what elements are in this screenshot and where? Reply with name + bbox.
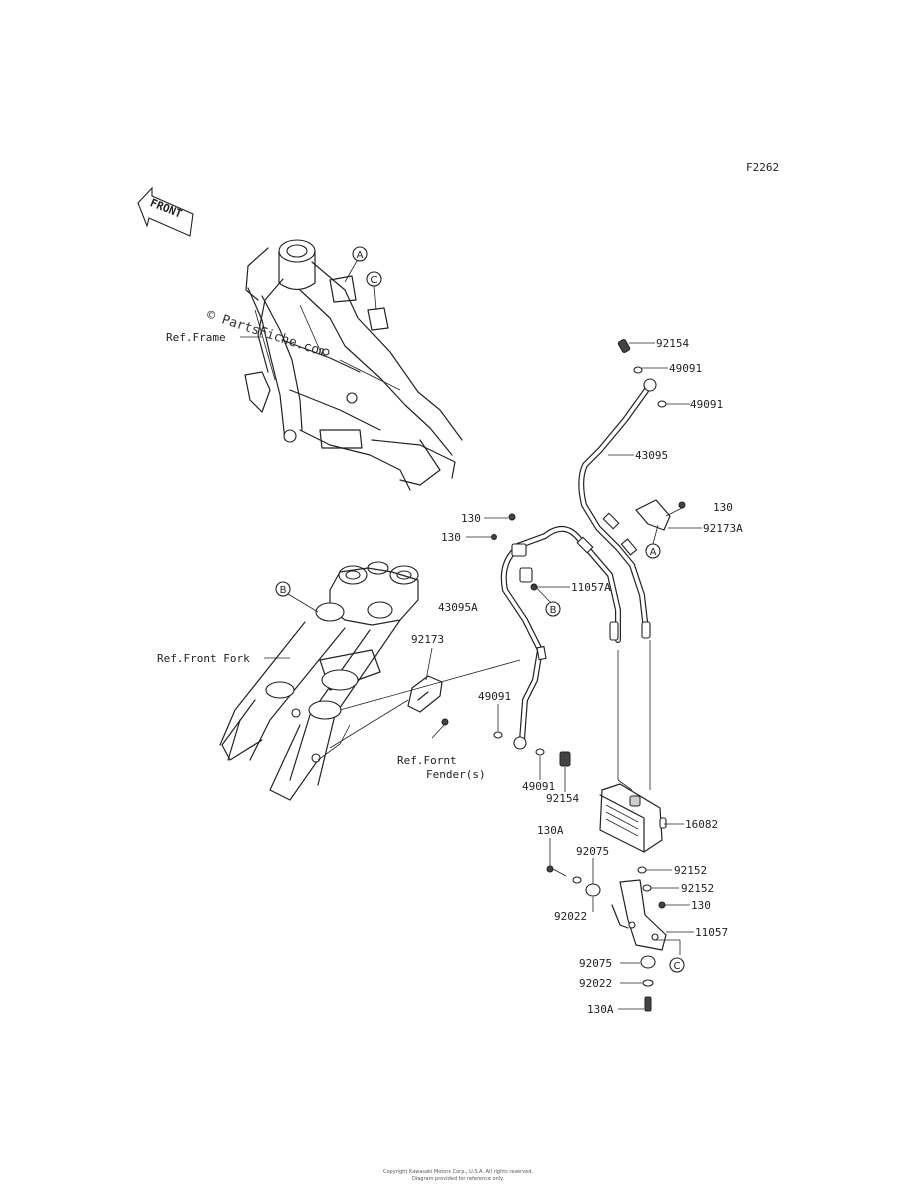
part-92022-low: 92022 [579, 977, 612, 990]
ref-front-fork-label: Ref.Front Fork [157, 652, 250, 665]
ref-fender-line2: Fender(s) [426, 768, 486, 781]
part-130-a: 130 [461, 512, 481, 525]
part-130-low: 130 [691, 899, 711, 912]
joint-11057A [519, 567, 538, 591]
svg-text:A: A [650, 547, 657, 558]
part-49091-top-b: 49091 [690, 398, 723, 411]
svg-text:C: C [674, 961, 681, 972]
svg-text:C: C [371, 275, 378, 286]
footer-line1: Copyright Kawasaki Motors Corp., U.S.A. … [383, 1169, 533, 1175]
svg-text:A: A [357, 250, 364, 261]
part-130-right: 130 [713, 501, 733, 514]
part-92152-a: 92152 [674, 864, 707, 877]
footer-line2: Diagram provided for reference only. [412, 1176, 504, 1182]
callout-a-frame: A [344, 246, 368, 283]
part-43095A: 43095A [438, 601, 478, 614]
part-92154-top: 92154 [656, 337, 689, 350]
fasteners-top [491, 339, 667, 540]
part-92075-low: 92075 [579, 957, 612, 970]
clamp-92173 [407, 675, 449, 739]
part-49091-top-a: 49091 [669, 362, 702, 375]
figure-code: F2262 [746, 161, 779, 174]
abs-unit-16082 [599, 783, 667, 853]
hose-43095A [500, 526, 621, 750]
part-labels: 92154 49091 49091 43095 130 92173A 130 1… [397, 337, 743, 1016]
callout-a-hose: A [645, 524, 661, 559]
part-11057: 11057 [695, 926, 728, 939]
part-92154-mid: 92154 [546, 792, 579, 805]
svg-text:B: B [280, 585, 287, 596]
callout-b-fork: B [275, 581, 319, 613]
callout-c-frame: C [366, 271, 382, 311]
ref-frame-label: Ref.Frame [166, 331, 226, 344]
bracket-11057 [546, 865, 681, 1012]
front-arrow-icon: FRONT [137, 186, 194, 237]
part-92173A: 92173A [703, 522, 743, 535]
part-92173: 92173 [411, 633, 444, 646]
part-11057A: 11057A [571, 581, 611, 594]
clamp-92173A [635, 499, 686, 531]
callout-b-hose: B [532, 583, 561, 617]
part-49091-mid-a: 49091 [478, 690, 511, 703]
part-130-b: 130 [441, 531, 461, 544]
callout-c-bracket: C [669, 957, 685, 973]
frame-drawing [244, 239, 463, 491]
part-49091-mid-b: 49091 [522, 780, 555, 793]
ref-fender-line1: Ref.Fornt [397, 754, 457, 767]
fasteners-mid [493, 731, 571, 767]
part-92075-top: 92075 [576, 845, 609, 858]
part-92022-left: 92022 [554, 910, 587, 923]
part-130A-top: 130A [537, 824, 564, 837]
svg-text:B: B [550, 605, 557, 616]
part-16082: 16082 [685, 818, 718, 831]
hose-43095 [578, 378, 657, 639]
part-43095: 43095 [635, 449, 668, 462]
part-92152-b: 92152 [681, 882, 714, 895]
part-130A-low: 130A [587, 1003, 614, 1016]
front-fork-drawing [219, 561, 419, 801]
